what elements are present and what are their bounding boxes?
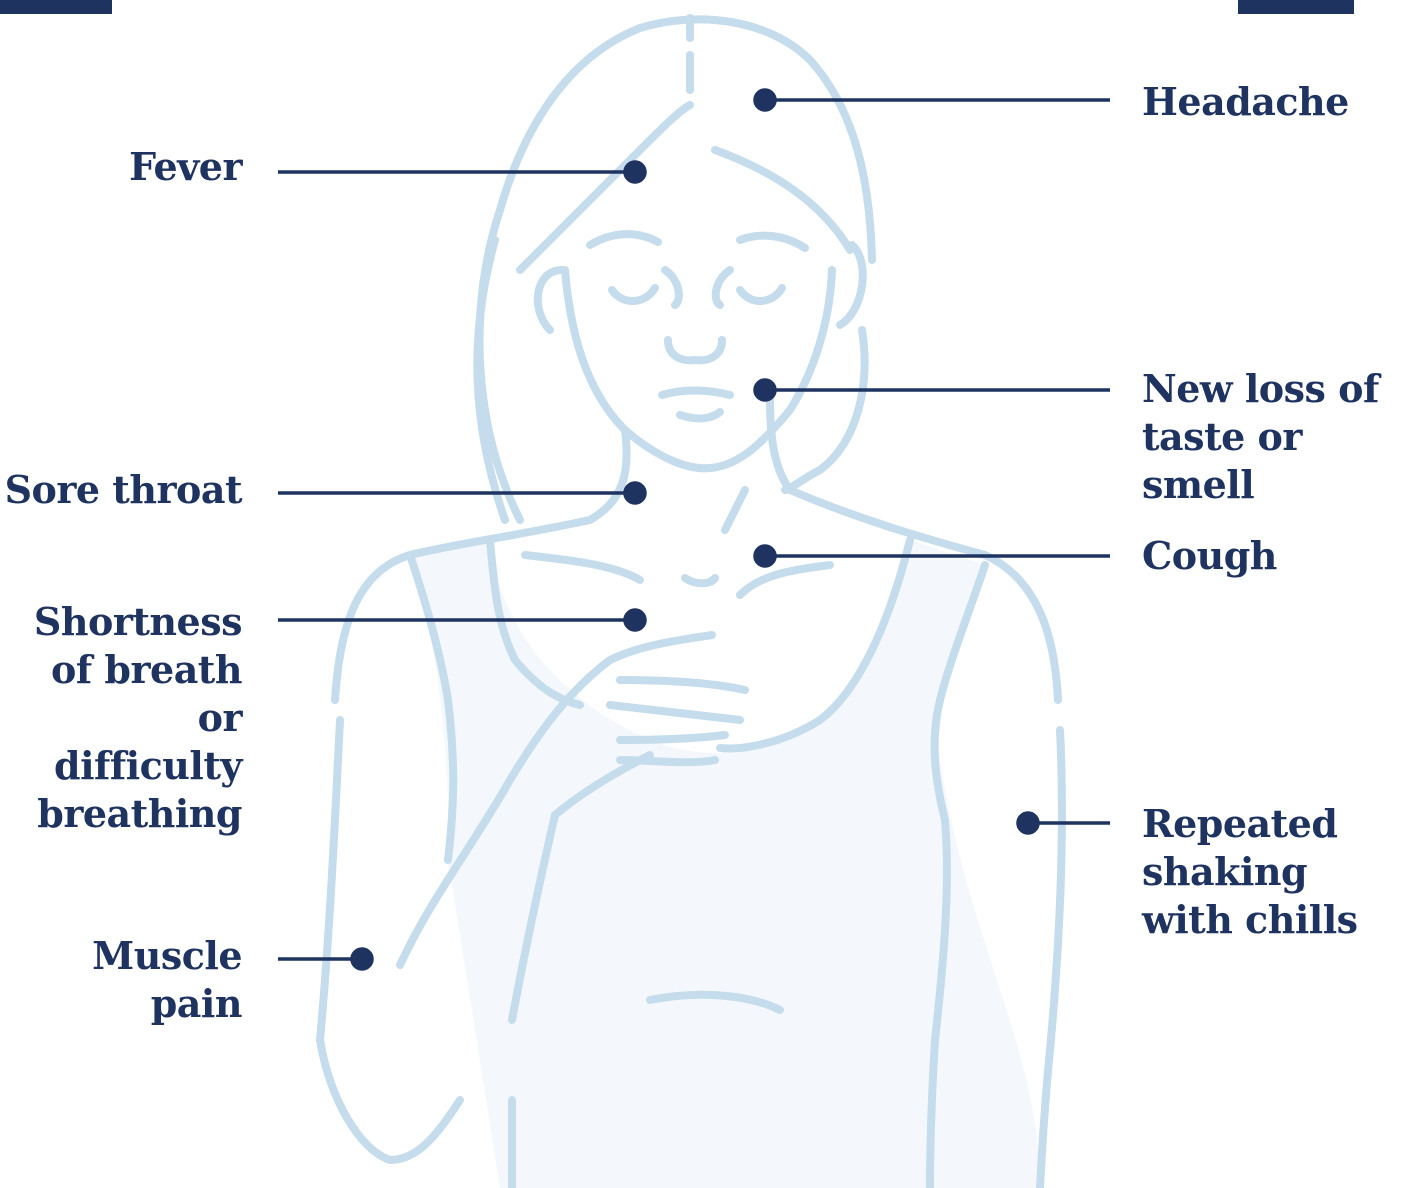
- marker-dot-sore-throat: [625, 483, 645, 503]
- marker-dot-headache: [755, 90, 775, 110]
- label-headache: Headache: [1142, 78, 1392, 126]
- label-shortness-of-breath: Shortness of breath or difficulty breath…: [0, 598, 242, 838]
- marker-dot-muscle: [352, 949, 372, 969]
- label-fever: Fever: [20, 143, 242, 191]
- marker-dot-chills: [1018, 813, 1038, 833]
- marker-dot-fever: [625, 162, 645, 182]
- label-cough: Cough: [1142, 532, 1392, 580]
- label-muscle-pain: Muscle pain: [20, 932, 242, 1028]
- marker-dot-cough: [755, 546, 775, 566]
- label-loss-of-taste-smell: New loss of taste or smell: [1142, 365, 1404, 509]
- label-chills: Repeated shaking with chills: [1142, 800, 1392, 944]
- marker-dot-breath: [625, 610, 645, 630]
- marker-dot-taste: [755, 380, 775, 400]
- label-sore-throat: Sore throat: [0, 466, 242, 514]
